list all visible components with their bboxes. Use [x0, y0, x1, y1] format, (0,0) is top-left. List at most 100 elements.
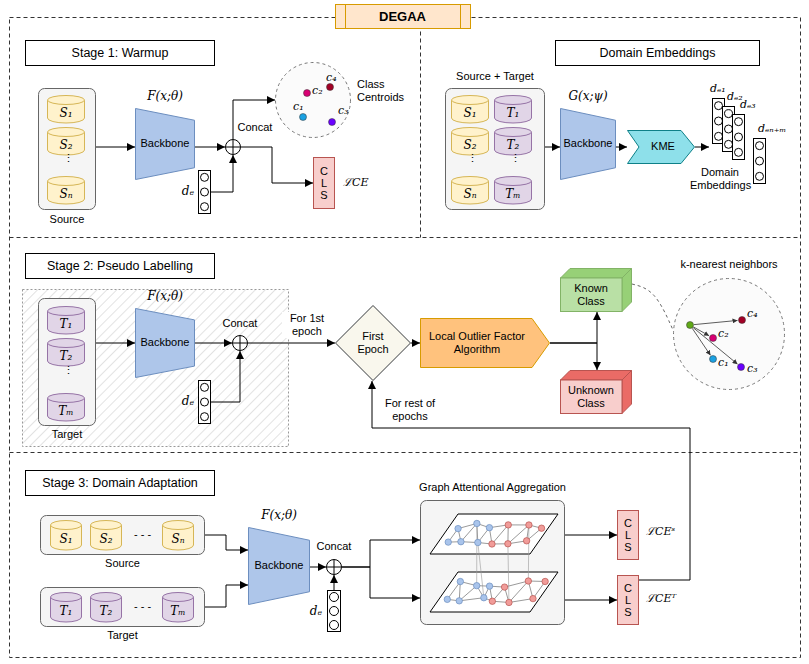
dataset-cylinder: S₁: [50, 520, 82, 550]
outer-frame: [10, 18, 801, 658]
shape-outline: [326, 559, 342, 575]
free-label: dₑₙ₊ₘ: [758, 122, 786, 135]
graph-edge: [508, 525, 529, 544]
dataset-cylinder: T₂: [47, 338, 85, 366]
vector-cell: [201, 398, 209, 406]
vector-cell: [201, 383, 209, 391]
graph-plane: [430, 572, 558, 612]
connector: [342, 567, 420, 598]
node-text: Source: [40, 557, 205, 570]
cylinder-top: [452, 177, 489, 186]
connector: [96, 147, 135, 148]
connector: [565, 535, 617, 536]
node-text: Stage 3: Domain Adaptation: [42, 476, 198, 491]
graph-node: [542, 578, 548, 584]
cylinder-top: [51, 593, 82, 602]
plus-stroke: [240, 336, 241, 350]
dataset-cylinder: T₁: [494, 95, 532, 123]
dataset-cylinder: Sₙ: [162, 520, 194, 550]
free-label: ⋮: [510, 152, 521, 165]
vector-box: [733, 115, 745, 160]
node-text: F(x;θ): [135, 89, 195, 103]
graph-edge: [505, 581, 529, 587]
node-text: Domain Embeddings: [599, 46, 715, 61]
chevron-outline: [628, 131, 695, 164]
group-outline: [41, 516, 205, 555]
node-text: Graph Attentional Aggregation: [390, 481, 595, 494]
graph-node: [506, 599, 512, 605]
connector: [205, 535, 248, 550]
classifier-box: CLS: [617, 575, 639, 625]
neighbor-line: [692, 328, 710, 355]
stage-heading: Stage 3: Domain Adaptation: [25, 470, 215, 496]
free-label: c₁: [718, 356, 729, 369]
cylinder-top: [452, 128, 489, 137]
dataset-cylinder: S₂: [451, 127, 489, 155]
connector: [342, 540, 420, 567]
cross-plane-link: [528, 525, 530, 581]
node-text: Concat: [218, 317, 262, 330]
connector: [310, 567, 326, 568]
connector: [241, 147, 313, 183]
shape-outline: [198, 380, 211, 424]
diamond-outline: [336, 306, 411, 381]
domain-embedding-vector: dₑ: [327, 590, 341, 632]
node-text: T₂: [100, 604, 113, 618]
group-outline: [39, 89, 96, 210]
node-text: Backbone: [141, 336, 190, 349]
centroid-dot: [304, 90, 311, 97]
free-label: c₁: [293, 100, 304, 113]
class-cube: Unknown Class: [560, 370, 632, 414]
domain-embedding-vector: dₑ: [198, 170, 211, 214]
graph-node: [530, 595, 536, 601]
cylinder-top: [48, 394, 85, 403]
free-label: dₑ₃: [740, 98, 756, 111]
free-label: ℒCEᵀ: [646, 592, 676, 605]
node-text: Target: [40, 629, 205, 642]
node-text: T₂: [60, 349, 73, 363]
cross-plane-link: [508, 544, 509, 603]
graph-node: [489, 598, 495, 604]
cylinder-top: [48, 339, 85, 348]
connector: [211, 155, 233, 192]
connector: [411, 343, 420, 344]
graph-node: [481, 595, 487, 601]
vector-box: [328, 591, 341, 632]
node-text: Domain Embeddings: [690, 166, 750, 192]
group-outline: [421, 501, 565, 625]
graph-node: [505, 541, 511, 547]
domain-embedding-vector: dₑ: [198, 380, 211, 424]
graph-node: [474, 520, 480, 526]
graph-node: [525, 578, 531, 584]
vector-cell: [735, 148, 743, 156]
connector: [195, 343, 232, 344]
pentagon-outline: [421, 319, 550, 368]
vector-cell: [756, 142, 764, 150]
shape-outline: [327, 590, 341, 632]
free-label: ℒCE: [343, 176, 368, 189]
cylinder-top: [48, 128, 85, 137]
connector: [334, 575, 335, 590]
stage-heading: Domain Embeddings: [555, 40, 760, 66]
cube-side: [622, 371, 632, 414]
connector: [545, 147, 560, 148]
connector: [565, 600, 617, 601]
vector-cell: [756, 157, 764, 165]
dashed-circle: [276, 63, 351, 138]
shape-outline: [275, 62, 351, 138]
connector: [205, 585, 248, 607]
free-label: ⋮: [467, 152, 478, 165]
node-text: Tₘ: [505, 187, 520, 201]
dataset-cylinder: Tₘ: [494, 176, 532, 204]
centroid-dot: [710, 335, 717, 342]
graph-node: [444, 596, 450, 602]
connector: [372, 381, 690, 580]
cube-front: [561, 380, 623, 414]
graph-node: [458, 539, 464, 545]
free-label: ⋮: [63, 152, 74, 165]
backbone-network: F(x;θ)Backbone: [248, 527, 310, 605]
embedding-space: Class Centroids: [275, 62, 351, 138]
free-label: c₃: [747, 362, 758, 375]
free-label: c₄: [326, 71, 337, 84]
